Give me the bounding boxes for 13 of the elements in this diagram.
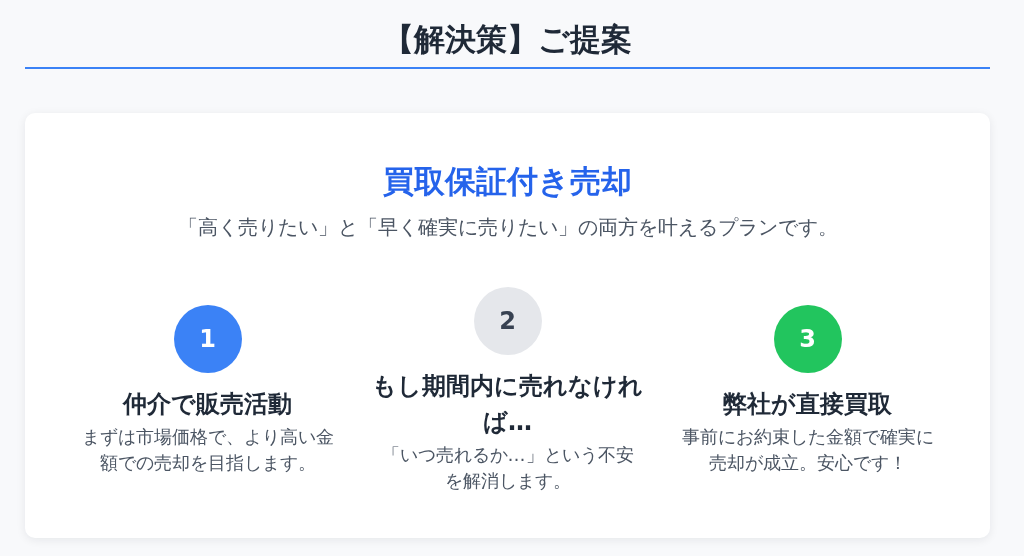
step-number-circle: 2 (473, 286, 542, 355)
step-title: 弊社が直接買取 (722, 388, 893, 420)
step-description: 「いつ売れるか…」という不安を解消します。 (380, 442, 635, 493)
step-number-circle: 1 (173, 304, 242, 373)
page-title: 【解決策】ご提案 (382, 20, 633, 59)
step-description: まずは市場価格で、より高い金額での売却を目指します。 (80, 424, 335, 475)
plan-subtitle: 「高く売りたい」と「早く確実に売りたい」の両方を叶えるプランです。 (177, 214, 838, 241)
step-number-circle: 3 (773, 304, 842, 373)
plan-heading: 買取保証付き売却 (383, 162, 632, 201)
plan-card (25, 113, 990, 538)
step-description: 事前にお約束した金額で確実に売却が成立。安心です！ (680, 424, 935, 475)
step-title: もし期間内に売れなければ… (371, 370, 644, 438)
step-title: 仲介で販売活動 (121, 388, 293, 420)
